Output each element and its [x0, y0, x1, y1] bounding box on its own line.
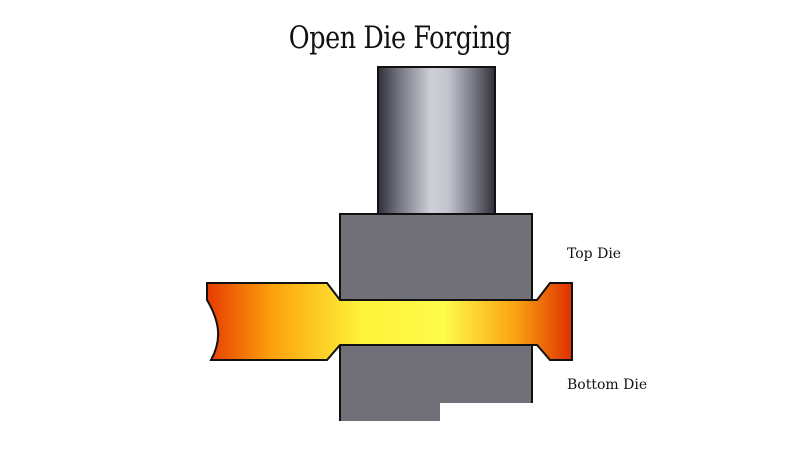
bottom-die — [340, 345, 532, 421]
workpiece — [206, 282, 573, 361]
ram — [377, 66, 496, 216]
top-die — [339, 213, 533, 301]
bottom-die-label: Bottom Die — [567, 377, 648, 393]
top-die-label: Top Die — [567, 246, 622, 262]
diagram-title: Open Die Forging — [288, 20, 512, 56]
